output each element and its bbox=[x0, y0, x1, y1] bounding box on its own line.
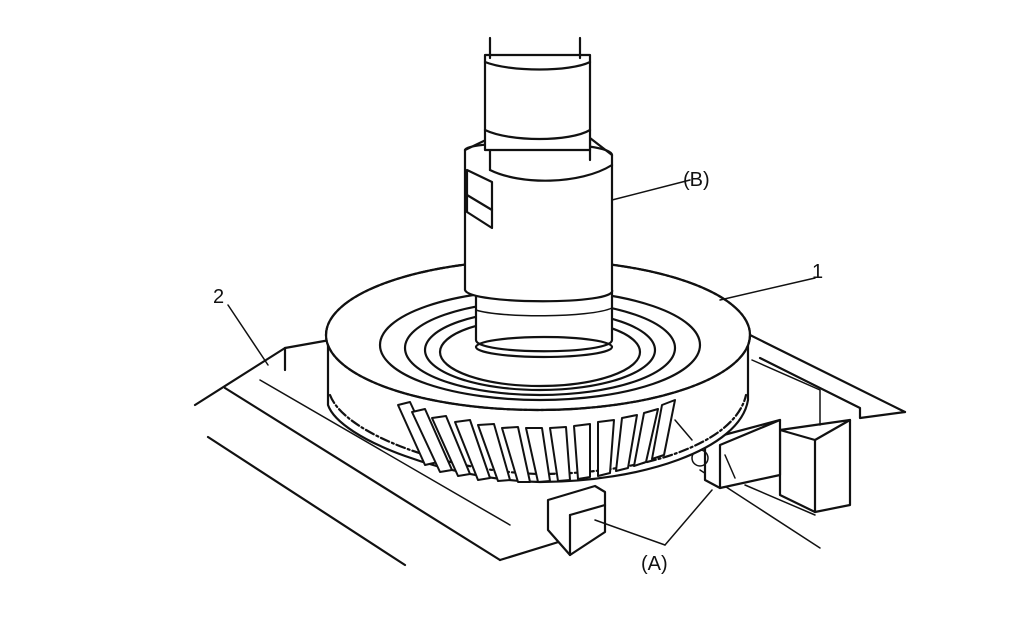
label-1: 1 bbox=[812, 261, 823, 283]
pin-block-left bbox=[546, 484, 607, 557]
label-2: 2 bbox=[213, 286, 224, 308]
leader-lines bbox=[227, 179, 816, 546]
label-b: (B) bbox=[683, 169, 710, 191]
rack-plate bbox=[193, 338, 567, 567]
shaft bbox=[463, 36, 614, 359]
label-a: (A) bbox=[641, 553, 668, 575]
